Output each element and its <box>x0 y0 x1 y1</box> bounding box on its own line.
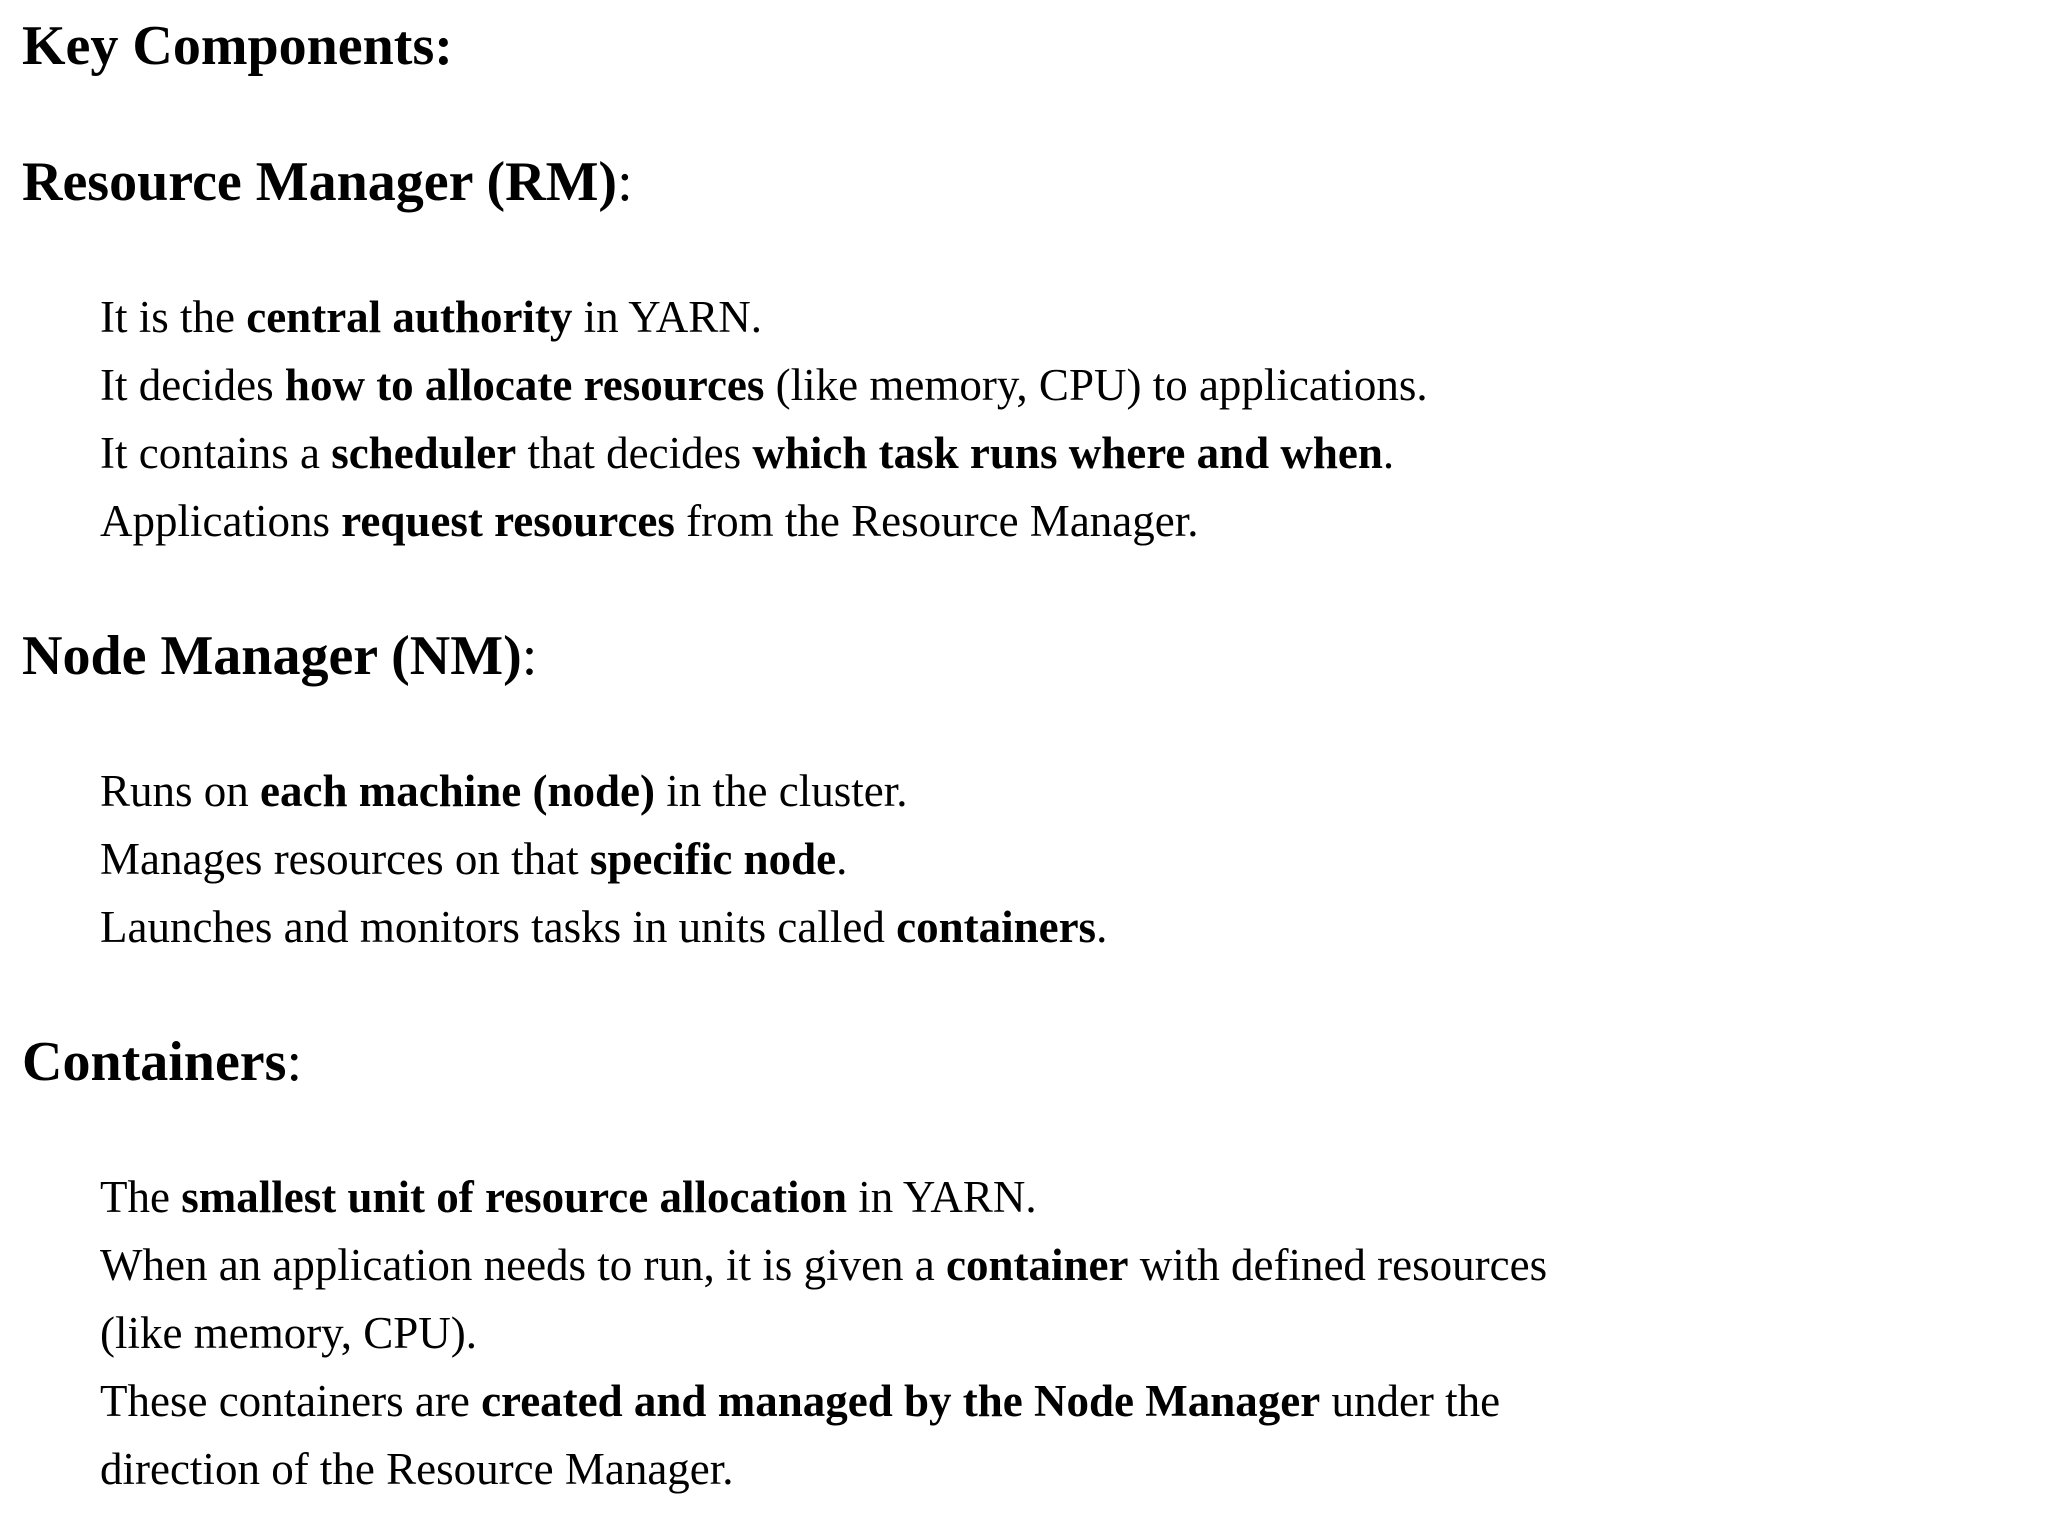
regular-text: in YARN. <box>847 1172 1037 1222</box>
bold-text: central authority <box>246 292 573 342</box>
paragraph-line: It is the central authority in YARN. <box>100 283 2018 351</box>
section-heading-colon: : <box>286 1031 303 1093</box>
bold-text: how to allocate resources <box>284 360 765 410</box>
regular-text: These containers are <box>100 1376 482 1426</box>
regular-text: It decides <box>100 360 285 410</box>
paragraph-line: It decides how to allocate resources (li… <box>100 351 2018 419</box>
regular-text: Launches and monitors tasks in units cal… <box>100 902 897 952</box>
section-heading-colon: : <box>617 151 633 213</box>
paragraph-line: Manages resources on that specific node. <box>100 825 2018 893</box>
paragraph-line: Runs on each machine (node) in the clust… <box>100 757 2018 825</box>
regular-text: . <box>1096 902 1108 952</box>
section-paragraph: Runs on each machine (node) in the clust… <box>100 757 2018 961</box>
paragraph-line: Applications request resources from the … <box>100 487 2018 555</box>
bold-text: container <box>946 1240 1129 1290</box>
section-resource-manager: Resource Manager (RM): It is the central… <box>22 147 2018 555</box>
section-heading: Containers: <box>22 1027 2018 1097</box>
section-heading-text: Resource Manager (RM) <box>22 151 618 213</box>
regular-text: direction of the Resource Manager. <box>100 1444 734 1494</box>
section-heading-text: Containers <box>22 1031 287 1093</box>
regular-text: in YARN. <box>572 292 763 342</box>
regular-text: under the <box>1320 1376 1501 1426</box>
document-page: Key Components: Resource Manager (RM): I… <box>22 15 2018 1503</box>
section-heading-colon: : <box>521 625 538 687</box>
regular-text: from the Resource Manager. <box>674 496 1199 546</box>
bold-text: smallest unit of resource allocation <box>181 1172 847 1222</box>
regular-text: that decides <box>516 428 753 478</box>
paragraph-line: (like memory, CPU). <box>100 1299 2018 1367</box>
bold-text: which task runs where and when <box>752 428 1383 478</box>
regular-text: The <box>100 1172 182 1222</box>
paragraph-line: Launches and monitors tasks in units cal… <box>100 893 2018 961</box>
regular-text: When an application needs to run, it is … <box>100 1240 947 1290</box>
regular-text: (like memory, CPU) to applications. <box>764 360 1428 410</box>
regular-text: (like memory, CPU). <box>100 1308 478 1358</box>
regular-text: with defined resources <box>1128 1240 1548 1290</box>
paragraph-line: direction of the Resource Manager. <box>100 1435 2018 1503</box>
paragraph-line: When an application needs to run, it is … <box>100 1231 2018 1299</box>
paragraph-line: The smallest unit of resource allocation… <box>100 1163 2018 1231</box>
section-heading: Resource Manager (RM): <box>22 147 2018 217</box>
regular-text: It is the <box>100 292 247 342</box>
paragraph-line: These containers are created and managed… <box>100 1367 2018 1435</box>
section-containers: Containers: The smallest unit of resourc… <box>22 1027 2018 1503</box>
page-title: Key Components: <box>22 15 453 77</box>
section-paragraph: It is the central authority in YARN.It d… <box>100 283 2018 555</box>
paragraph-line: It contains a scheduler that decides whi… <box>100 419 2018 487</box>
bold-text: created and managed by the Node Manager <box>481 1376 1321 1426</box>
section-heading: Node Manager (NM): <box>22 621 2018 691</box>
regular-text: . <box>836 834 848 884</box>
bold-text: each machine (node) <box>260 766 655 816</box>
section-node-manager: Node Manager (NM): Runs on each machine … <box>22 621 2018 961</box>
regular-text: Runs on <box>100 766 261 816</box>
bold-text: containers <box>896 902 1097 952</box>
regular-text: in the cluster. <box>655 766 908 816</box>
bold-text: request resources <box>341 496 675 546</box>
regular-text: Manages resources on that <box>100 834 590 884</box>
bold-text: specific node <box>589 834 837 884</box>
section-paragraph: The smallest unit of resource allocation… <box>100 1163 2018 1503</box>
regular-text: . <box>1382 428 1395 478</box>
regular-text: Applications <box>100 496 342 546</box>
regular-text: It contains a <box>100 428 332 478</box>
section-heading-text: Node Manager (NM) <box>22 625 522 687</box>
bold-text: scheduler <box>331 428 517 478</box>
